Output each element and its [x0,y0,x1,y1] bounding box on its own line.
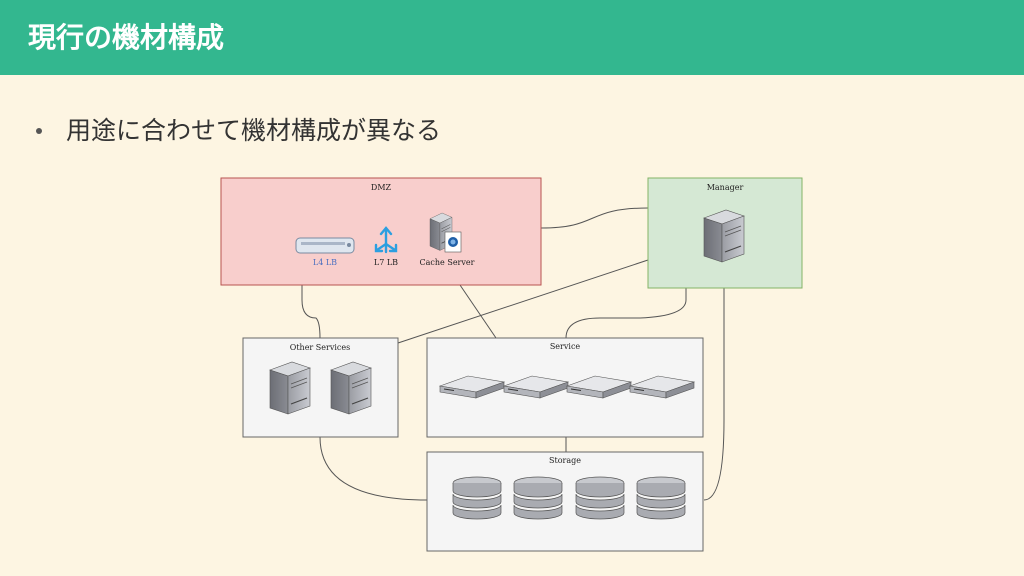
bullet-text: 用途に合わせて機材構成が異なる [66,116,442,145]
connector-manager-storage [703,288,725,501]
cache-server-label: Cache Server [420,258,475,267]
connector-lines [301,207,725,501]
other-services-group-label: Other Services [290,343,350,352]
service-group-label: Service [550,342,581,351]
connector-dmz-other [301,285,321,339]
dmz-group-label: DMZ [371,183,392,192]
l4-lb-icon [295,237,355,254]
connector-manager-service [565,288,687,339]
cache-server-icon [429,212,462,253]
page-title: 現行の機材構成 [28,21,225,54]
l4-lb-label: L4 LB [313,258,337,267]
manager-group-label: Manager [707,183,744,192]
connector-other-storage [319,436,428,501]
other-services-server-icon [330,361,372,415]
l7-lb-label: L7 LB [374,258,398,267]
storage-group-label: Storage [549,456,581,465]
connector-dmz-service [459,284,497,339]
other-services-server-icon [269,361,311,415]
manager-server-icon [703,209,745,263]
other-services-group [242,337,399,438]
dmz-group [220,177,542,286]
connector-dmz-manager [540,207,649,229]
header-bar: 現行の機材構成 [0,0,1024,75]
bullet-dot [36,128,42,134]
connector-manager-other [397,259,649,344]
l7-lb-icon [374,226,398,254]
